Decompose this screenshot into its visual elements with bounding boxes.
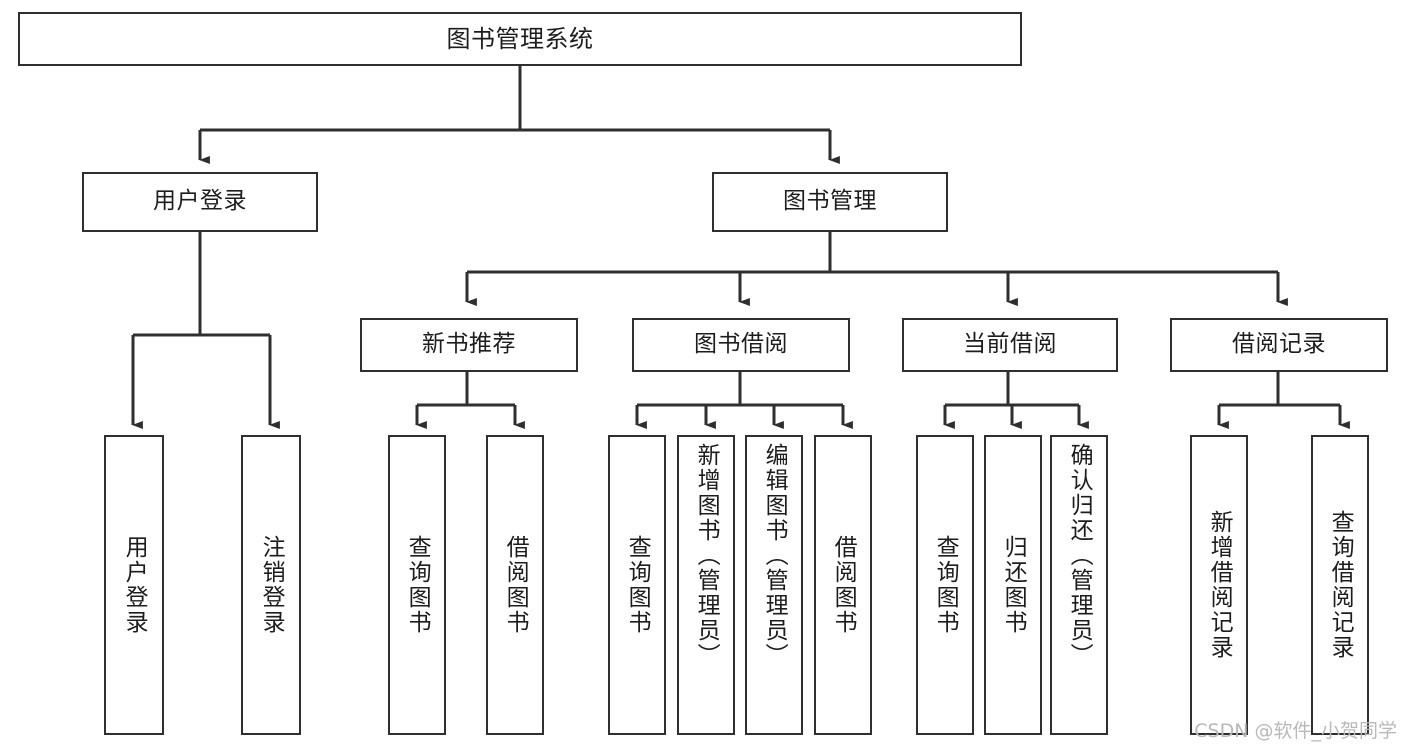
leaf-user-login[interactable]: 用户登录 [104,435,164,735]
leaf-borrow-query-book[interactable]: 查询图书 [608,435,666,735]
leaf-borrow-borrow-book[interactable]: 借阅图书 [814,435,872,735]
leaf-record-query-record-label: 查询借阅记录 [1327,510,1354,660]
leaf-current-return-book[interactable]: 归还图书 [984,435,1042,735]
watermark-text: CSDN @软件_小贺同学 [1194,720,1397,742]
leaf-newbook-borrow-book[interactable]: 借阅图书 [486,435,544,735]
leaf-current-query-book-label: 查询图书 [932,535,959,635]
node-book-management-label: 图书管理 [783,188,877,215]
leaf-current-query-book[interactable]: 查询图书 [916,435,974,735]
leaf-borrow-add-book-label: 新增图书（管理员） [693,443,720,668]
node-new-book-recommend[interactable]: 新书推荐 [360,318,578,372]
node-book-borrow-label: 图书借阅 [694,331,788,358]
leaf-user-logout-label: 注销登录 [258,535,285,635]
leaf-newbook-borrow-book-label: 借阅图书 [502,535,529,635]
node-user-login[interactable]: 用户登录 [82,172,318,232]
leaf-borrow-query-book-label: 查询图书 [624,535,651,635]
leaf-borrow-borrow-book-label: 借阅图书 [830,535,857,635]
leaf-current-confirm-return[interactable]: 确认归还（管理员） [1050,435,1108,735]
node-borrow-record-label: 借阅记录 [1232,331,1326,358]
node-user-login-label: 用户登录 [153,188,247,215]
leaf-record-add-record-label: 新增借阅记录 [1206,510,1233,660]
node-new-book-recommend-label: 新书推荐 [422,331,516,358]
leaf-record-add-record[interactable]: 新增借阅记录 [1190,435,1248,735]
leaf-record-query-record[interactable]: 查询借阅记录 [1311,435,1369,735]
leaf-current-return-book-label: 归还图书 [1000,535,1027,635]
leaf-borrow-edit-book[interactable]: 编辑图书（管理员） [745,435,803,735]
node-root-label: 图书管理系统 [446,24,594,53]
leaf-user-login-label: 用户登录 [121,535,148,635]
leaf-user-logout[interactable]: 注销登录 [241,435,301,735]
node-book-borrow[interactable]: 图书借阅 [632,318,850,372]
leaf-current-confirm-return-label: 确认归还（管理员） [1066,443,1093,668]
node-root[interactable]: 图书管理系统 [18,12,1022,66]
leaf-newbook-query-book[interactable]: 查询图书 [388,435,446,735]
leaf-borrow-edit-book-label: 编辑图书（管理员） [761,443,788,668]
node-current-borrow-label: 当前借阅 [963,331,1057,358]
node-borrow-record[interactable]: 借阅记录 [1170,318,1388,372]
node-book-management[interactable]: 图书管理 [712,172,948,232]
leaf-borrow-add-book[interactable]: 新增图书（管理员） [677,435,735,735]
node-current-borrow[interactable]: 当前借阅 [902,318,1118,372]
leaf-newbook-query-book-label: 查询图书 [404,535,431,635]
